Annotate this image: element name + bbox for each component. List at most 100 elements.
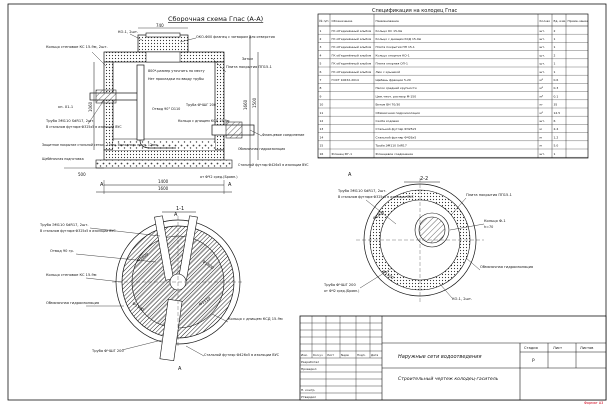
spec-cell: ГК об'единённый альбом [332,70,372,74]
label-22-truba2-sub: от ФЧ2 сред.(Бровн.) [324,289,359,293]
section-22: 2-2 Ф1800 Ф1500 Труба ЭМ110 SdR17, 2шт. … [323,172,533,302]
tb-head-cell: Дата [371,353,379,357]
label-note: 800*-размер уточнить по месту [148,69,205,73]
spec-cell: 0.3 [554,86,559,90]
spec-cell: 9 [320,94,322,98]
spec-cell: Люк с крышкой [376,70,401,74]
label-22-plita: Плита покрытия ПП15-1 [466,193,512,197]
label-11-truba: Труба ЭМ110 SdR17, 2шт. [39,223,89,227]
spec-cell: м³ [540,94,544,98]
label-22-obmaz: Обмазочная гидроизоляция [480,265,533,269]
spec-cell: Кольцо с днищем КСД 15-9м [376,37,422,41]
spec-cell: ГК об'единённый альбом [332,62,372,66]
spec-cell: 16 [320,152,324,156]
label-11-stal: Стальной футляр Ф426х5 в изоляции ВУС [204,353,280,357]
label-22-truba: Труба ЭМ110 SdR17, 2шт. [337,189,387,193]
label-kolca: Кольцо стеновое КС 15-9м, 2шт. [46,45,108,49]
dia-1600: Ф1600 [136,251,150,263]
section-11-title: 1-1 [176,206,184,212]
tb-main-title: Наружные сети водоотведения [398,354,482,360]
spec-header-cell: Наименование [376,19,399,23]
spec-cell: 8 [320,86,322,90]
bottom-slab [103,149,225,161]
tb-role-cell: Н. контр. [301,388,315,392]
spec-cell: 5 [320,62,322,66]
spec-cell: Песок средней крупности [376,86,417,90]
svg-text:А: А [178,366,182,372]
dia-1500: Ф1500 [131,301,145,313]
tb-role-cell: Утвердил [301,395,316,399]
spec-cell: Щебень фракции 5-20 [376,78,411,82]
label-plita: Плита покрытия ПП15-1 [226,65,272,69]
spec-cell: 35 [554,103,558,107]
label-22-truba2: Труба ФЧШГ 200 [323,283,356,287]
spec-cell: Фланцевое соединение [376,152,414,156]
spec-cell: 1 [554,62,556,66]
label-11-kolco2: Кольцо с днищем КСД 15-9м [228,317,283,321]
tb-head-stage: Стадия [524,346,538,350]
dim-740: 740 [156,23,164,28]
label-truba2-sub: от ФЧ2 сред.(Бровн.) [200,175,238,179]
spec-cell: ГК об'единённый альбом [332,45,372,49]
dia-1800: Ф1800 [201,259,215,271]
label-pesok: Щебёночная подготовка [42,157,84,161]
spec-cell: ГК об'единённый альбом [332,37,372,41]
riser-pipe [136,64,145,141]
spec-cell: ГК об'единённый альбом [332,53,372,57]
wall-right [214,61,225,151]
dia-1110: Ф1110 [198,295,212,307]
section-aa: Сборочная схема Гпас (А-А) 1400 1600 [42,15,309,194]
spec-cell: шт. [540,37,545,41]
tb-head-sheet: Лист [553,346,562,350]
pipe-left [154,215,174,281]
wall-left [103,61,114,151]
section-22-title: 2-2 [420,176,428,182]
spec-cell: 1 [554,37,556,41]
spec-header-cell: Приме-чание [568,19,589,23]
spec-header-cell: № п/п [320,19,329,23]
spec-cell: 1 [554,152,556,156]
dia-22-1500: Ф1500 [381,269,395,281]
label-stal: Стальной футляр Ф426х5 в изоляции ВУС [238,163,309,167]
label-22-truba-sub: В стальном футляре Ф325х5 в изоляции ВУС [338,195,414,199]
spec-cell: Кольцо КС 15-9м [376,29,403,33]
spec-cell: 1.2 [554,135,559,139]
spec-cell: 12.5 [554,111,561,115]
spec-cell: 15 [320,144,324,148]
svg-text:А: А [228,182,232,188]
neck [137,34,189,53]
section-aa-title: Сборочная схема Гпас (А-А) [168,15,263,23]
section-11: 1-1 Ф1600 Ф1800 Ф1500 Ф1110 Труба ЭМ110 … [39,206,283,372]
spec-cell: 1 [554,70,556,74]
tb-head-cell: Подп. [357,353,366,357]
spec-cell: Обмазочная гидроизоляция [376,111,421,115]
spec-cell: 2.4 [554,127,559,131]
tb-role-cell: Проверил [301,367,316,371]
spec-cell: шт. [540,45,545,49]
dim-1060: 1060 [88,101,93,112]
spec-cell: м³ [540,78,544,82]
svg-text:А: А [174,212,178,218]
spec-cell: 1 [554,45,556,49]
dia-22-1800: Ф1800 [372,209,386,221]
label-okk: ОКО-Ф00 фланец с затвором для отверстия [196,35,275,39]
spec-cell: ГОСТ 10632-2014 [332,78,359,82]
spec-cell: 6 [320,70,322,74]
tb-head-cell: Лист [327,353,334,357]
label-ko1: КО-1, 2шт. [118,30,138,34]
spec-cell: м [540,135,542,139]
spec-cell: 2 [554,29,556,33]
tb-head-sheets: Листов [580,346,593,350]
format-label: Формат А3 [584,401,603,405]
dim-1600: 1600 [158,186,169,191]
spec-title: Спецификация на колодец Гпас [372,8,458,14]
spec-cell: 0.1 [554,94,559,98]
label-flanec: Фланцевое соединение [262,133,304,137]
spec-cell: шт. [540,53,545,57]
label-kx: кн. Х1-1 [58,105,73,109]
spec-cell: 3 [320,45,322,49]
label-kolco2: Кольцо с днищем КСД 15-9м [178,119,230,123]
spec-cell: 11 [320,111,324,115]
